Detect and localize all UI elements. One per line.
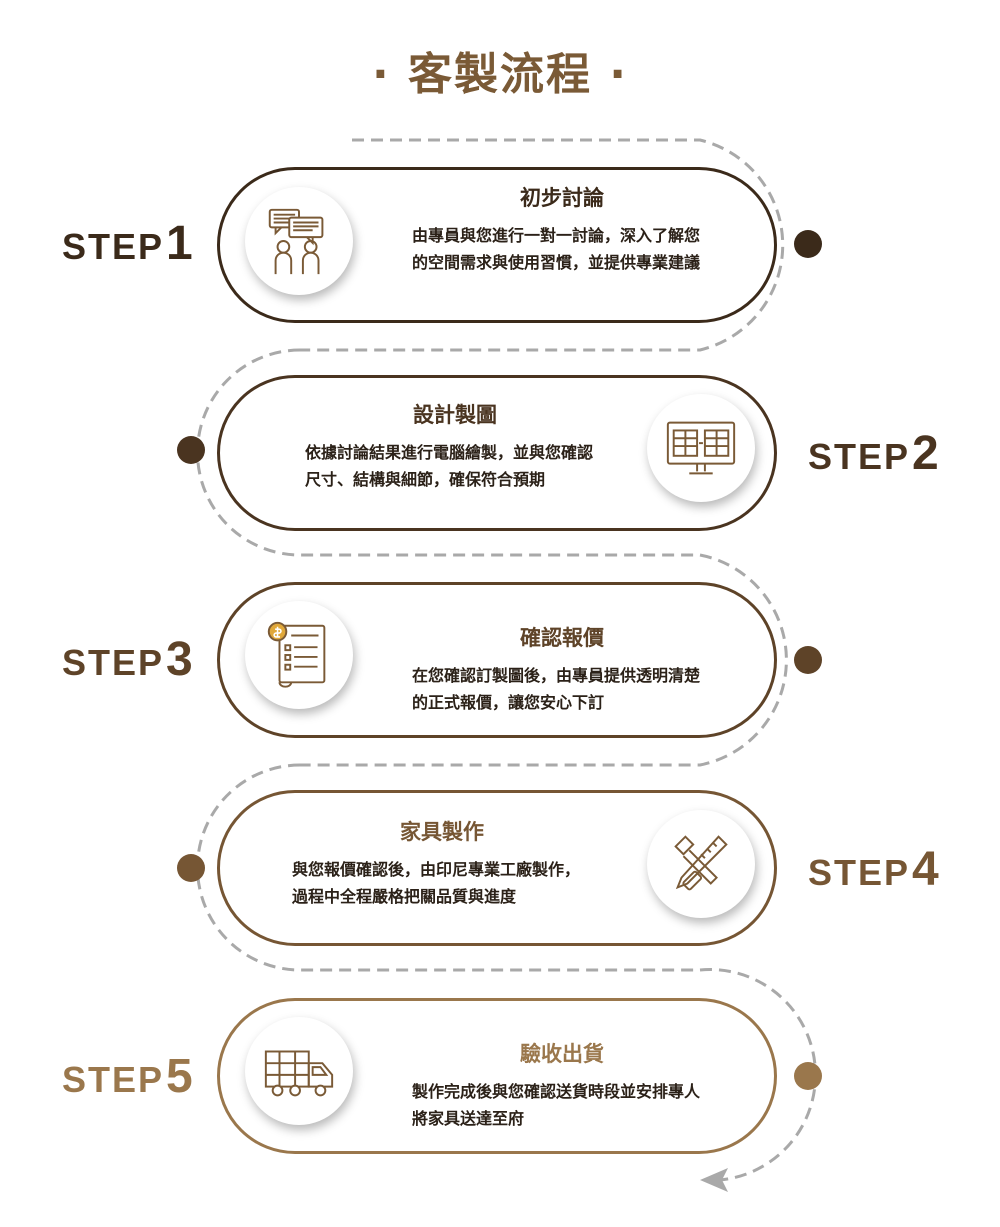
step-description: 由專員與您進行一對一討論，深入了解您的空間需求與使用習慣，並提供專業建議	[412, 226, 701, 272]
step-description: 在您確認訂製圖後，由專員提供透明清楚的正式報價，讓您安心下訂	[412, 666, 701, 712]
chat-people-icon	[245, 187, 353, 295]
step-number: 5	[166, 1050, 193, 1103]
step-1-dot	[794, 230, 822, 258]
step-word: STEP	[808, 852, 911, 893]
step-4-dot	[177, 854, 205, 882]
step-title: 設計製圖	[413, 403, 497, 427]
step-number: 3	[166, 633, 193, 686]
tools-icon	[647, 810, 755, 918]
step-title: 家具製作	[400, 820, 484, 844]
step-3-dot	[794, 646, 822, 674]
step-5-text: 驗收出貨 製作完成後與您確認送貨時段並安排專人將家具送達至府	[412, 1038, 742, 1132]
step-description: 製作完成後與您確認送貨時段並安排專人將家具送達至府	[412, 1082, 701, 1128]
step-2-text: 設計製圖 依據討論結果進行電腦繪製，並與您確認尺寸、結構與細節，確保符合預期	[305, 399, 635, 493]
step-1-text: 初步討論 由專員與您進行一對一討論，深入了解您的空間需求與使用習慣，並提供專業建…	[412, 182, 742, 276]
computer-drawing-icon	[647, 394, 755, 502]
step-description: 依據討論結果進行電腦繪製，並與您確認尺寸、結構與細節，確保符合預期	[305, 443, 594, 489]
delivery-truck-icon	[245, 1017, 353, 1125]
step-4-text: 家具製作 與您報價確認後，由印尼專業工廠製作，過程中全程嚴格把關品質與進度	[292, 816, 622, 910]
step-word: STEP	[62, 226, 165, 267]
arrow-head-icon	[700, 1168, 728, 1192]
step-word: STEP	[62, 642, 165, 683]
step-number: 1	[166, 217, 193, 270]
step-number: 4	[912, 843, 939, 896]
step-2-dot	[177, 436, 205, 464]
step-title: 初步討論	[520, 186, 604, 210]
step-5-dot	[794, 1062, 822, 1090]
step-word: STEP	[808, 436, 911, 477]
step-title: 確認報價	[520, 626, 604, 650]
step-word: STEP	[62, 1059, 165, 1100]
step-number: 2	[912, 427, 939, 480]
step-title: 驗收出貨	[520, 1042, 604, 1066]
step-3-text: 確認報價 在您確認訂製圖後，由專員提供透明清楚的正式報價，讓您安心下訂	[412, 622, 742, 716]
page-title: · 客製流程 ·	[371, 49, 629, 100]
step-description: 與您報價確認後，由印尼專業工廠製作，過程中全程嚴格把關品質與進度	[292, 860, 581, 906]
quote-document-icon	[245, 601, 353, 709]
